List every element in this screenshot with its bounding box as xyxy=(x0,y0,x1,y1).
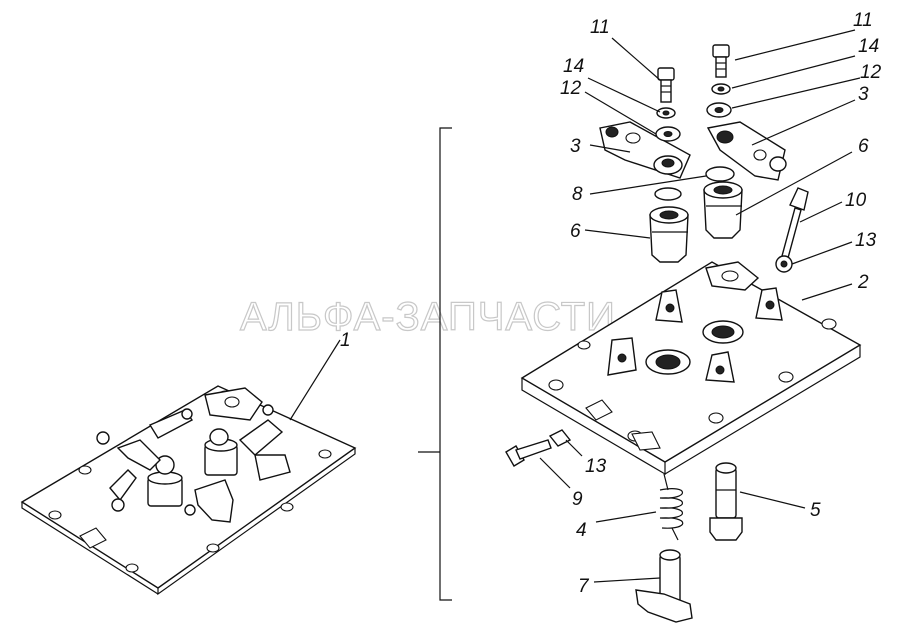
callout-6-left: 6 xyxy=(570,221,581,242)
grouping-bracket xyxy=(418,127,452,601)
callout-8: 8 xyxy=(572,184,583,205)
bolt-11-right xyxy=(712,44,730,78)
callout-4: 4 xyxy=(576,520,587,541)
spring-4 xyxy=(659,473,684,541)
callout-2: 2 xyxy=(857,272,869,293)
callout-13-bottom: 13 xyxy=(585,456,607,477)
leader-lines xyxy=(539,29,861,583)
callout-13-top: 13 xyxy=(855,230,877,251)
shaft-7 xyxy=(635,549,693,623)
callout-12-right: 12 xyxy=(860,62,882,83)
callout-7: 7 xyxy=(578,576,590,597)
assembled-mechanism xyxy=(96,387,291,523)
callout-3-left: 3 xyxy=(570,136,581,157)
bolt-11-left xyxy=(657,67,675,103)
lever-3-left xyxy=(599,121,691,179)
callout-6-right: 6 xyxy=(858,136,869,157)
callout-labels: 11 11 14 14 12 12 3 3 6 8 10 6 13 2 13 9… xyxy=(560,10,882,597)
o-ring-8-lower xyxy=(654,187,682,201)
shaft-5 xyxy=(709,462,743,541)
callout-5: 5 xyxy=(810,500,821,521)
base-plate-2 xyxy=(520,261,862,476)
callout-11-right: 11 xyxy=(853,10,873,31)
callout-12-left: 12 xyxy=(560,78,582,99)
bushing-6-right xyxy=(703,181,743,239)
watermark: АЛЬФА-ЗАПЧАСТИ xyxy=(240,295,616,339)
callout-9: 9 xyxy=(572,489,583,510)
callout-10: 10 xyxy=(845,190,867,211)
bushing-6-left xyxy=(649,206,689,263)
callout-14-left: 14 xyxy=(563,56,584,77)
assembled-unit: 1 xyxy=(20,330,357,596)
callout-1: 1 xyxy=(340,330,351,351)
callout-11-left: 11 xyxy=(590,17,610,38)
o-ring-8 xyxy=(705,166,735,182)
callout-3-right: 3 xyxy=(858,84,869,105)
bolt-9 xyxy=(505,429,572,467)
callout-14-right: 14 xyxy=(858,36,879,57)
lever-3-right xyxy=(706,121,787,181)
